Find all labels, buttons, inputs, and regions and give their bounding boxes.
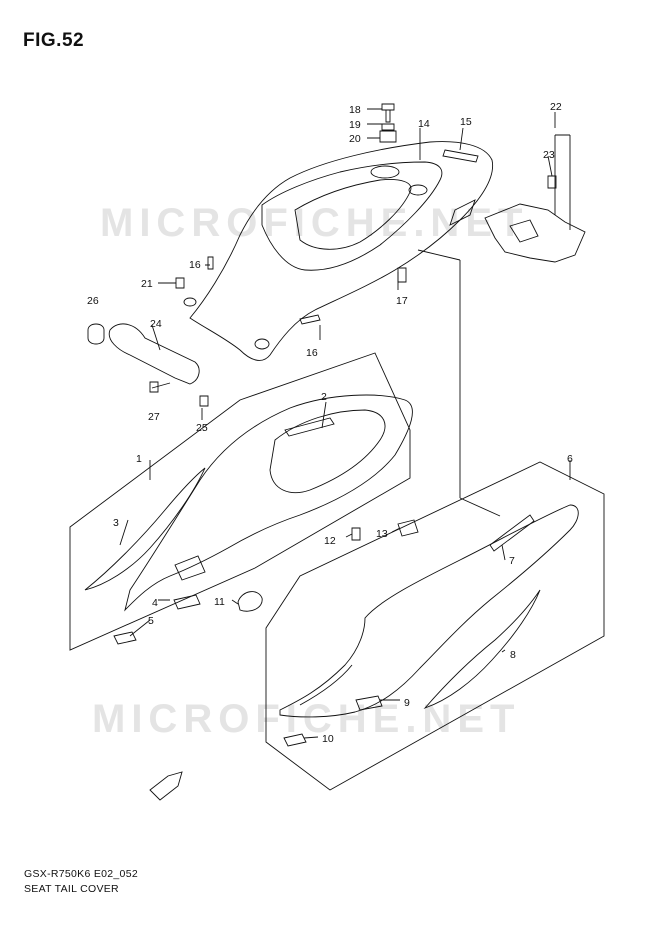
callout-25: 25 [196, 422, 208, 434]
callout-23: 23 [543, 149, 555, 161]
callout-16b: 16 [306, 347, 318, 359]
cushion-20 [379, 130, 397, 143]
watermark-bottom: MICROFICHE.NET [92, 697, 520, 741]
callout-13: 13 [376, 528, 388, 540]
garnish-3 [84, 467, 206, 591]
bolt-18 [381, 103, 395, 123]
callout-4: 4 [152, 597, 158, 609]
grommet-23 [547, 175, 557, 189]
callout-15: 15 [460, 116, 472, 128]
pad-5 [113, 631, 137, 645]
callout-18: 18 [349, 104, 361, 116]
callout-16a: 16 [189, 259, 201, 271]
group-box-left [69, 352, 411, 651]
harness-22 [554, 134, 571, 230]
figure-title: FIG.52 [23, 30, 85, 51]
bolt-25 [199, 395, 209, 407]
cowl-boss-c [254, 338, 270, 350]
clip-13 [397, 519, 419, 537]
callout-27: 27 [148, 411, 160, 423]
tail-cowl-opening [261, 161, 443, 271]
tail-light-bracket [484, 203, 586, 263]
callout-26: 26 [87, 295, 99, 307]
figure-caption: SEAT TAIL COVER [24, 883, 119, 895]
stripe-8 [423, 589, 541, 709]
pad-9 [355, 695, 383, 711]
cowl-boss-b [408, 184, 428, 196]
bracket-tab [509, 219, 539, 243]
callout-11: 11 [214, 596, 225, 608]
label-16a [207, 256, 214, 270]
callout-20: 20 [349, 133, 361, 145]
fwd-arrow [149, 771, 183, 801]
callout-17: 17 [396, 295, 408, 307]
cowl-side-vent [449, 199, 476, 226]
model-code: GSX-R750K6 E02_052 [24, 868, 138, 880]
callout-12: 12 [324, 535, 336, 547]
helmet-holder-24 [108, 323, 200, 385]
callout-10: 10 [322, 733, 334, 745]
seat-tail-cover-right [279, 504, 579, 718]
callout-19: 19 [349, 119, 361, 131]
label-16b [299, 314, 321, 325]
seat-tail-cover-left [124, 394, 413, 612]
callout-3: 3 [113, 517, 119, 529]
callout-14: 14 [418, 118, 430, 130]
cap-26 [87, 323, 105, 345]
washer-19 [381, 123, 395, 131]
callout-7: 7 [509, 555, 515, 567]
pad-10 [283, 733, 307, 747]
callout-21: 21 [141, 278, 153, 290]
tail-cowl-upper [189, 141, 494, 361]
bolt-27 [149, 381, 159, 393]
leader-lines [119, 108, 571, 739]
cover-right-lower [299, 664, 353, 706]
callout-5: 5 [148, 615, 154, 627]
bolt-12 [351, 527, 361, 541]
cover-left-inner [269, 409, 386, 494]
cover-left-mount [174, 555, 206, 581]
callout-24: 24 [150, 318, 162, 330]
callout-1: 1 [136, 453, 142, 465]
callout-22: 22 [550, 101, 562, 113]
cover-right-latch [489, 514, 535, 552]
group-box-right [265, 461, 605, 791]
cover-left-latch [284, 417, 335, 437]
callout-2: 2 [321, 391, 327, 403]
cushion-11 [237, 591, 263, 612]
bolt-21 [175, 277, 185, 289]
emblem-15 [442, 149, 479, 163]
callout-9: 9 [404, 697, 410, 709]
watermark-top: MICROFICHE.NET [100, 201, 528, 245]
callout-8: 8 [510, 649, 516, 661]
bolt-17 [397, 267, 407, 283]
cowl-boss-a [370, 165, 400, 179]
pad-4 [173, 594, 201, 610]
cowl-boss-d [183, 297, 197, 307]
callout-6: 6 [567, 453, 573, 465]
